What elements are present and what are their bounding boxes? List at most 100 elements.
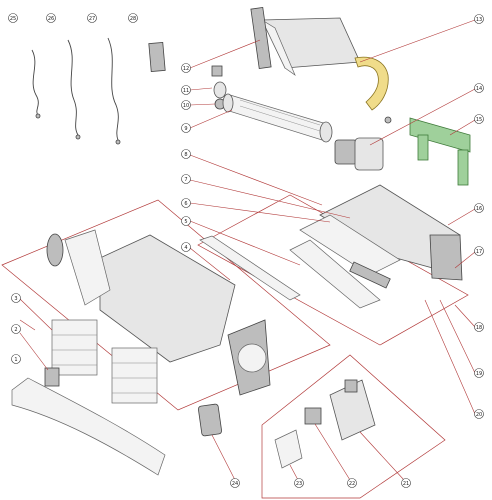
callout-16: 16 — [474, 203, 484, 213]
callout-label-28: 28 — [130, 16, 136, 22]
leader-3 — [19, 298, 53, 331]
callout-label-15: 15 — [476, 117, 482, 123]
callout-label-2: 2 — [14, 327, 17, 333]
callout-label-27: 27 — [89, 16, 95, 22]
leader-7 — [189, 179, 351, 219]
callout-25: 25 — [8, 13, 18, 23]
callout-10: 10 — [181, 100, 191, 110]
callout-15: 15 — [474, 114, 484, 124]
callout-18: 18 — [474, 322, 484, 332]
callout-14: 14 — [474, 83, 484, 93]
leader-11 — [189, 87, 213, 91]
leader-1 — [19, 319, 36, 331]
leader-16 — [447, 208, 476, 226]
leader-4 — [189, 247, 231, 281]
callout-label-20: 20 — [476, 412, 482, 418]
callout-label-18: 18 — [476, 325, 482, 331]
control-box-frame — [261, 354, 446, 499]
mounting-plate — [409, 117, 471, 186]
callout-13: 13 — [474, 14, 484, 24]
callout-11: 11 — [181, 85, 191, 95]
leader-5 — [189, 220, 301, 266]
callout-21: 21 — [401, 478, 411, 488]
callout-label-14: 14 — [476, 86, 482, 92]
connection-wire-25 — [31, 49, 41, 119]
connection-wire-28 — [148, 42, 166, 72]
callout-label-9: 9 — [184, 126, 187, 132]
chassis-frame — [197, 194, 469, 346]
callout-label-17: 17 — [476, 249, 482, 255]
leader-14 — [369, 88, 476, 146]
callout-label-24: 24 — [232, 481, 238, 487]
leader-6 — [189, 202, 331, 223]
electric-control-box — [329, 379, 376, 441]
callout-label-4: 4 — [184, 245, 187, 251]
callout-2: 2 — [11, 324, 21, 334]
callout-label-21: 21 — [403, 481, 409, 487]
callout-label-11: 11 — [183, 88, 189, 94]
callout-label-6: 6 — [184, 201, 187, 207]
cross-flow-fan — [222, 93, 333, 143]
callout-28: 28 — [128, 13, 138, 23]
leader-9 — [189, 109, 233, 129]
connection-wire-27 — [107, 37, 121, 145]
indoor-housing — [46, 229, 271, 396]
callout-1: 1 — [11, 354, 21, 364]
callout-6: 6 — [181, 198, 191, 208]
leader-20 — [424, 299, 476, 415]
connection-wire-26 — [67, 39, 81, 140]
callout-3: 3 — [11, 293, 21, 303]
leader-19 — [439, 299, 476, 374]
leader-12 — [189, 39, 261, 69]
callout-23: 23 — [294, 478, 304, 488]
callout-label-5: 5 — [184, 219, 187, 225]
callout-label-10: 10 — [183, 103, 189, 109]
motor-bearing — [211, 65, 227, 110]
air-filter-left — [51, 319, 98, 376]
callout-8: 8 — [181, 149, 191, 159]
front-panel — [11, 377, 166, 476]
callout-label-26: 26 — [48, 16, 54, 22]
terminal-block — [304, 407, 322, 425]
fan-motor — [334, 137, 384, 171]
callout-27: 27 — [87, 13, 97, 23]
callout-20: 20 — [474, 409, 484, 419]
control-box-cover — [274, 429, 303, 469]
callout-label-19: 19 — [476, 371, 482, 377]
leader-17 — [454, 251, 476, 269]
remote-controller — [197, 403, 223, 437]
callout-label-13: 13 — [476, 17, 482, 23]
leader-15 — [449, 119, 476, 136]
callout-19: 19 — [474, 368, 484, 378]
callout-label-12: 12 — [183, 66, 189, 72]
leader-23 — [289, 464, 299, 481]
callout-24: 24 — [230, 478, 240, 488]
callout-9: 9 — [181, 123, 191, 133]
leader-21 — [359, 431, 405, 481]
leader-2 — [19, 332, 49, 371]
callout-12: 12 — [181, 63, 191, 73]
leader-18 — [454, 304, 476, 328]
air-filter-right — [111, 347, 158, 404]
callout-label-3: 3 — [14, 296, 17, 302]
evaporator — [250, 7, 392, 124]
callout-label-16: 16 — [476, 206, 482, 212]
leader-22 — [314, 423, 351, 481]
callout-label-25: 25 — [10, 16, 16, 22]
callout-label-1: 1 — [14, 357, 17, 363]
callout-label-8: 8 — [184, 152, 187, 158]
callout-17: 17 — [474, 246, 484, 256]
callout-label-7: 7 — [184, 177, 187, 183]
callout-label-22: 22 — [349, 481, 355, 487]
callout-4: 4 — [181, 242, 191, 252]
callout-label-23: 23 — [296, 481, 302, 487]
chassis — [299, 184, 463, 281]
leader-24 — [211, 434, 236, 481]
callout-5: 5 — [181, 216, 191, 226]
display-board — [44, 367, 60, 387]
callout-22: 22 — [347, 478, 357, 488]
leader-8 — [189, 154, 323, 206]
callout-7: 7 — [181, 174, 191, 184]
callout-26: 26 — [46, 13, 56, 23]
